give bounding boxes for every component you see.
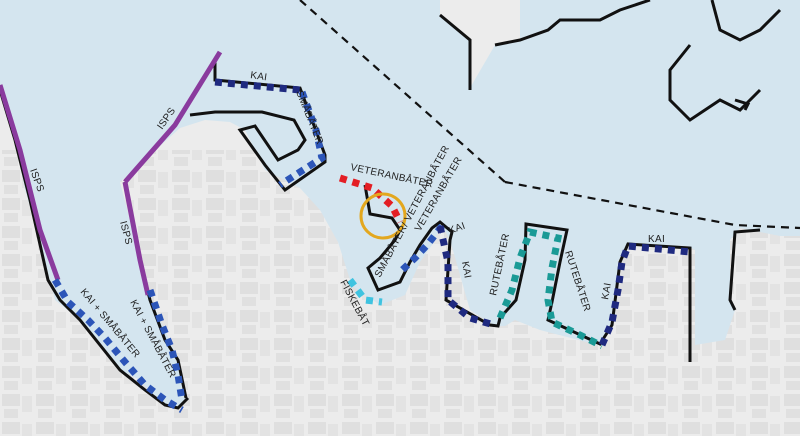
isps-quay-left (0, 84, 61, 281)
rutebater-quay (496, 227, 604, 350)
quay-outline-topright (439, 0, 762, 122)
smabater-top-pier (278, 90, 326, 188)
veteranbater-circle-marker[interactable] (359, 192, 407, 240)
label-kai-right-side: KAI (600, 282, 614, 301)
quay-outline-topright2 (710, 0, 782, 111)
quay-outline-right (728, 228, 761, 311)
kai-smabater-left (51, 278, 184, 414)
isps-quay-upper (123, 50, 223, 184)
isps-quay-center (122, 181, 151, 296)
label-kai-pier-top: KAI (447, 221, 467, 237)
veteranbater-quay (338, 174, 404, 224)
harbour-boundary-dashed-2 (504, 180, 800, 230)
label-kai-pier-side: KAI (459, 261, 473, 280)
harbour-boundary-dashed-1 (299, 0, 506, 183)
kai-top-pier (214, 78, 301, 94)
label-kai-right-top: KAI (648, 234, 665, 245)
label-kai-top: KAI (250, 70, 268, 83)
kai-right-navy (598, 242, 691, 347)
smabater-veteranbater-quay (397, 223, 445, 275)
